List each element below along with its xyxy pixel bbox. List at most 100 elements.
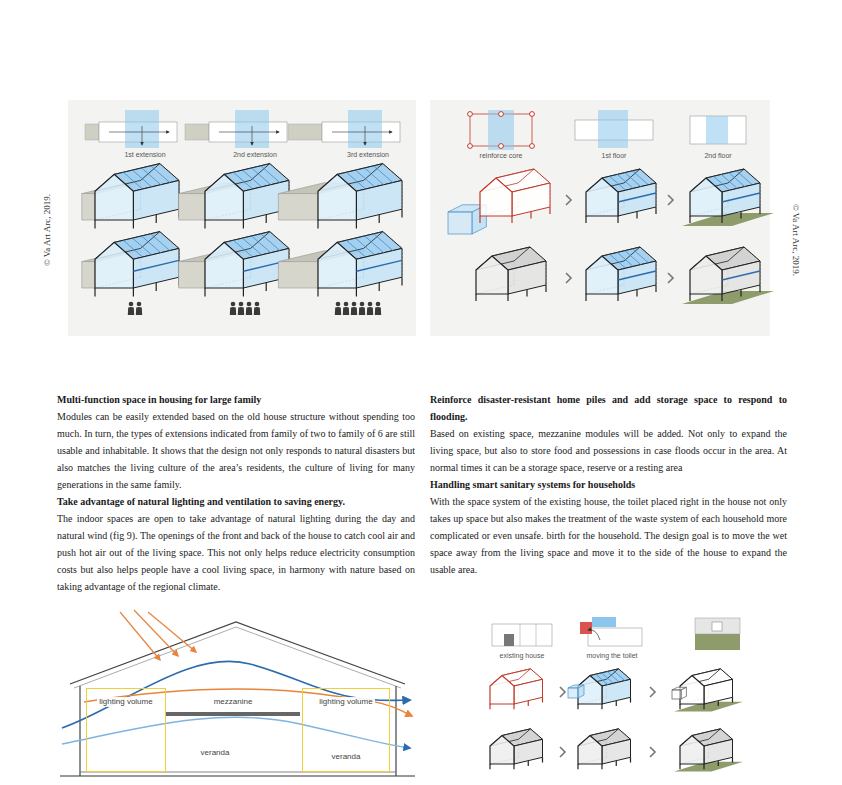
side-wall bbox=[704, 739, 733, 764]
stilt bbox=[513, 764, 514, 769]
stilt bbox=[379, 283, 380, 291]
light-hatch bbox=[123, 240, 142, 257]
volume-label: lighting volume bbox=[317, 697, 374, 707]
stilt bbox=[94, 288, 95, 296]
stilt bbox=[732, 697, 733, 702]
stilt bbox=[689, 294, 690, 301]
light-hatch bbox=[625, 251, 641, 265]
stilt bbox=[204, 288, 205, 296]
stilt bbox=[379, 215, 380, 223]
stilt bbox=[243, 220, 244, 228]
stilt bbox=[630, 697, 631, 702]
light-hatch bbox=[714, 176, 730, 190]
stilt bbox=[740, 212, 741, 219]
extension-volume bbox=[179, 262, 205, 288]
step-chevron bbox=[560, 687, 565, 697]
stilt bbox=[703, 764, 704, 769]
stilt bbox=[679, 764, 680, 769]
light-hatch bbox=[142, 168, 161, 185]
stilt bbox=[759, 207, 760, 214]
stilt bbox=[356, 220, 357, 228]
stilt bbox=[636, 212, 637, 219]
person-icon bbox=[239, 302, 244, 307]
front-gable bbox=[318, 242, 356, 288]
diagram-caption: veranda bbox=[330, 752, 363, 761]
extension-plan bbox=[288, 124, 322, 140]
light-hatch bbox=[617, 252, 633, 266]
diagram-caption: mezzanine bbox=[212, 697, 255, 706]
pile-marker bbox=[468, 144, 473, 149]
mezzanine-floor bbox=[722, 193, 760, 202]
stilt bbox=[542, 697, 543, 702]
stilt bbox=[759, 285, 760, 292]
stilt bbox=[513, 704, 514, 709]
mezzanine-floor bbox=[356, 260, 402, 271]
panel-background bbox=[68, 100, 416, 336]
stilt bbox=[243, 288, 244, 296]
light-hatch bbox=[374, 166, 393, 183]
diagram-caption: reinforce core bbox=[480, 152, 523, 160]
person-icon bbox=[255, 302, 260, 307]
step-chevron bbox=[650, 687, 655, 697]
light-hatch bbox=[632, 171, 648, 185]
light-hatch bbox=[625, 173, 641, 187]
stilt bbox=[689, 216, 690, 223]
step-chevron bbox=[566, 195, 571, 205]
side-wall bbox=[722, 261, 760, 294]
person-icon bbox=[376, 302, 381, 307]
body-paragraph: Modules can be easily extended based on … bbox=[57, 408, 415, 493]
stilt bbox=[479, 216, 480, 223]
stilt bbox=[585, 216, 586, 223]
stilt bbox=[617, 216, 618, 223]
pile-marker bbox=[468, 112, 473, 117]
light-hatch bbox=[123, 172, 142, 189]
stilt bbox=[528, 761, 529, 766]
stilt bbox=[266, 283, 267, 291]
side-wall bbox=[602, 739, 631, 764]
roof-line bbox=[74, 627, 401, 688]
person-icon bbox=[335, 307, 341, 315]
front-gable bbox=[578, 736, 602, 765]
stilt bbox=[636, 290, 637, 297]
diagram-caption: 2nd floor bbox=[704, 152, 731, 160]
person-icon bbox=[367, 307, 373, 315]
air-flow bbox=[62, 717, 410, 748]
stilt bbox=[133, 220, 134, 228]
stilt bbox=[317, 220, 318, 228]
stilt bbox=[718, 701, 719, 706]
mezzanine-floor bbox=[618, 271, 656, 280]
stilt bbox=[528, 701, 529, 706]
stilt bbox=[204, 220, 205, 228]
plan-partition bbox=[536, 624, 537, 646]
light-hatch bbox=[132, 170, 151, 187]
light-hatch bbox=[610, 176, 626, 190]
sun-ray bbox=[120, 612, 160, 660]
light-hatch bbox=[252, 236, 271, 253]
stilt bbox=[356, 288, 357, 296]
toilet-plan bbox=[712, 622, 722, 631]
core-plan bbox=[598, 110, 628, 148]
front-gable bbox=[480, 178, 512, 216]
light-hatch bbox=[721, 174, 737, 188]
stilt bbox=[732, 757, 733, 762]
person-icon bbox=[343, 307, 349, 315]
stilt bbox=[630, 757, 631, 762]
light-hatch bbox=[132, 238, 151, 255]
stilt bbox=[545, 285, 546, 292]
house-plan bbox=[690, 116, 746, 144]
light-hatch bbox=[613, 670, 625, 681]
light-hatch bbox=[610, 254, 626, 268]
person-icon bbox=[352, 302, 357, 307]
side-wall bbox=[618, 261, 656, 294]
front-gable bbox=[690, 256, 722, 294]
move-arrow bbox=[588, 630, 600, 640]
wall bbox=[79, 686, 80, 776]
stilt bbox=[156, 283, 157, 291]
step-chevron bbox=[668, 273, 673, 283]
side-wall bbox=[704, 679, 733, 704]
body-paragraph: The indoor spaces are open to take advan… bbox=[57, 510, 415, 595]
diagram-caption: 1st floor bbox=[602, 152, 627, 160]
person-icon bbox=[128, 307, 134, 315]
side-wall bbox=[356, 180, 402, 220]
house-plan bbox=[588, 628, 642, 646]
